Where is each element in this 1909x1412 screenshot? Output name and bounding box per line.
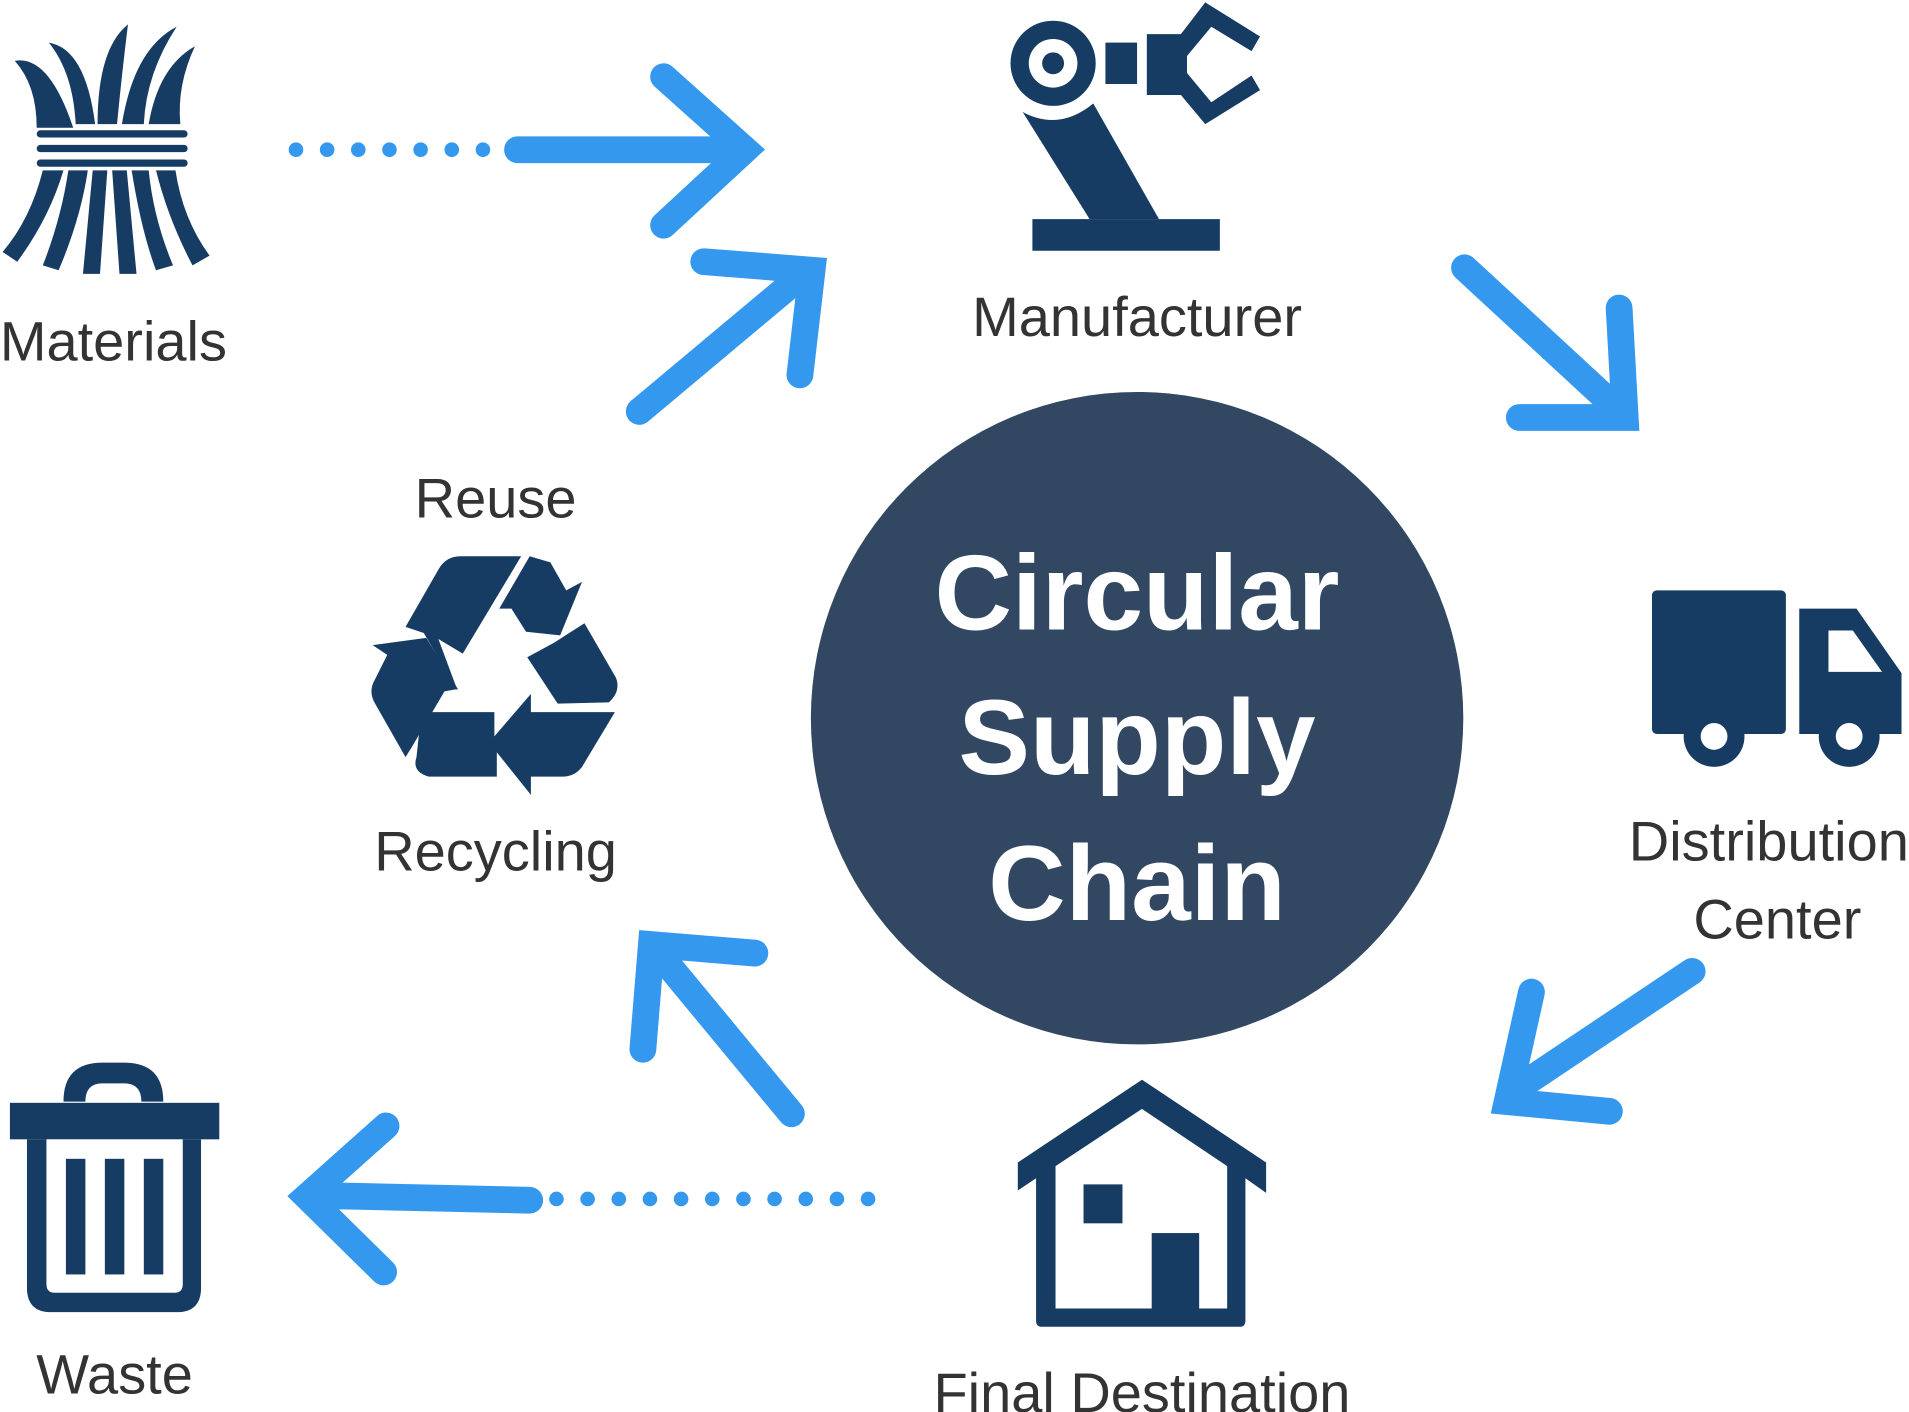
distribution-label-line-1: Distribution xyxy=(1629,810,1909,873)
arrow-final-to-waste xyxy=(287,1112,876,1286)
center-hub: Circular Supply Chain xyxy=(810,391,1464,1045)
final-destination-house-icon xyxy=(1017,1079,1267,1327)
materials-label: Materials xyxy=(0,309,227,372)
center-line-1: Circular xyxy=(935,532,1340,652)
arrow-final-to-recycling xyxy=(629,930,805,1128)
manufacturer-robot-arm-icon xyxy=(1010,2,1261,251)
arrow-reuse-to-manufacturer xyxy=(625,248,827,425)
reuse-label: Reuse xyxy=(415,466,577,529)
recycle-icon xyxy=(371,556,618,795)
arrow-distribution-to-final xyxy=(1490,957,1706,1125)
distribution-truck-icon xyxy=(1651,590,1902,767)
waste-trash-icon xyxy=(9,1062,220,1313)
manufacturer-label: Manufacturer xyxy=(972,285,1302,348)
distribution-label-line-2: Center xyxy=(1693,887,1861,950)
arrow-materials-to-manufacturer xyxy=(288,63,766,239)
recycling-label: Recycling xyxy=(374,819,617,882)
center-line-3: Chain xyxy=(988,823,1286,943)
arrow-manufacturer-to-distribution xyxy=(1451,254,1640,431)
final-destination-label: Final Destination xyxy=(933,1361,1350,1412)
center-line-2: Supply xyxy=(959,677,1316,797)
waste-label: Waste xyxy=(36,1343,193,1406)
materials-icon xyxy=(2,24,210,274)
